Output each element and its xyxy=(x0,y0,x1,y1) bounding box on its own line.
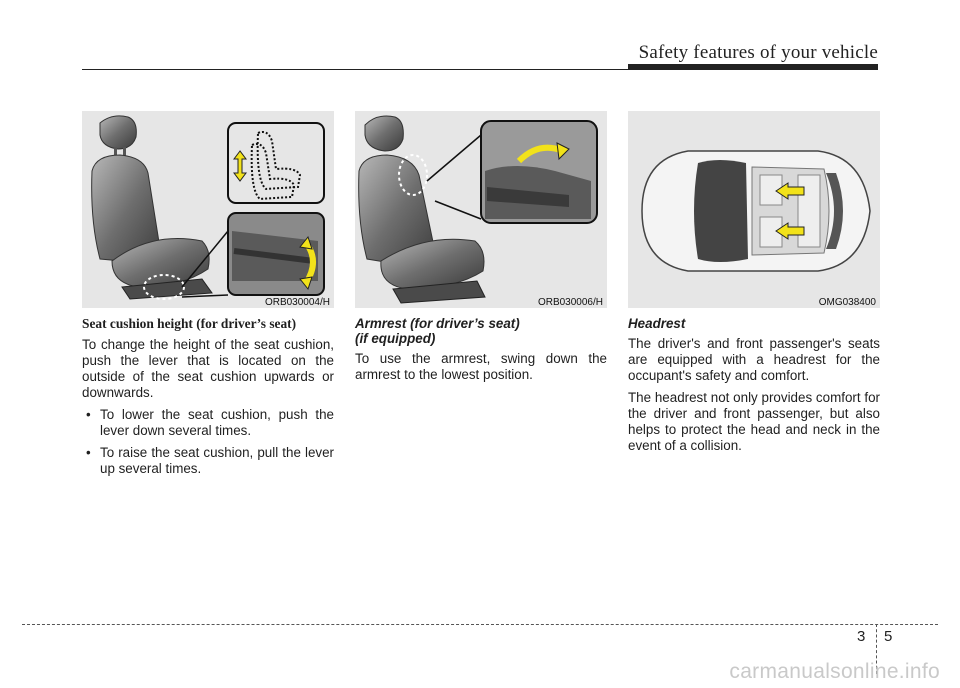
list-item: • To lower the seat cushion, push the lev… xyxy=(82,407,334,439)
list-item: • To raise the seat cushion, pull the lev… xyxy=(82,445,334,477)
chapter-number: 3 xyxy=(857,628,866,645)
car-topview-illustration xyxy=(641,150,871,272)
header-rule xyxy=(82,69,878,70)
bullet-glyph: • xyxy=(86,407,91,422)
bullet-text: To raise the seat cushion, pull the leve… xyxy=(100,445,334,476)
watermark: carmanualsonline.info xyxy=(729,660,940,683)
seat-cushion-bullets: • To lower the seat cushion, push the lev… xyxy=(82,407,334,477)
bullet-glyph: • xyxy=(86,445,91,460)
section-title: Safety features of your vehicle xyxy=(638,42,878,63)
figure-code: ORB030004/H xyxy=(262,297,332,308)
bullet-text: To lower the seat cushion, push the leve… xyxy=(100,407,334,438)
armrest-heading-line1: Armrest (for driver’s seat) xyxy=(355,316,520,331)
figure-armrest: ORB030006/H xyxy=(355,111,607,308)
seat-cushion-heading: Seat cushion height (for driver’s seat) xyxy=(82,316,297,331)
figure-seat-cushion-height: ORB030004/H xyxy=(82,111,334,308)
armrest-illustration xyxy=(358,115,598,304)
headrest-section: Headrest The driver's and front passenge… xyxy=(628,316,880,460)
footer-divider xyxy=(876,624,877,674)
headrest-para1: The driver's and front passenger's seats… xyxy=(628,336,880,383)
armrest-heading: Armrest (for driver’s seat) (if equipped… xyxy=(355,316,607,346)
figure-code: ORB030006/H xyxy=(535,297,605,308)
figure-headrest: OMG038400 xyxy=(628,111,880,308)
figure-code: OMG038400 xyxy=(816,297,878,308)
headrest-heading: Headrest xyxy=(628,316,686,331)
headrest-para2: The headrest not only provides comfort f… xyxy=(628,390,880,453)
seat-cushion-body: To change the height of the seat cushion… xyxy=(82,337,334,400)
seat-illustration xyxy=(91,115,325,300)
armrest-heading-line2: (if equipped) xyxy=(355,331,436,346)
header-rule-thick xyxy=(628,64,878,70)
armrest-body: To use the armrest, swing down the armre… xyxy=(355,351,607,382)
page-number: 5 xyxy=(884,628,893,645)
footer-rule xyxy=(22,624,938,625)
armrest-section: Armrest (for driver’s seat) (if equipped… xyxy=(355,316,607,389)
seat-cushion-section: Seat cushion height (for driver’s seat) … xyxy=(82,316,334,483)
